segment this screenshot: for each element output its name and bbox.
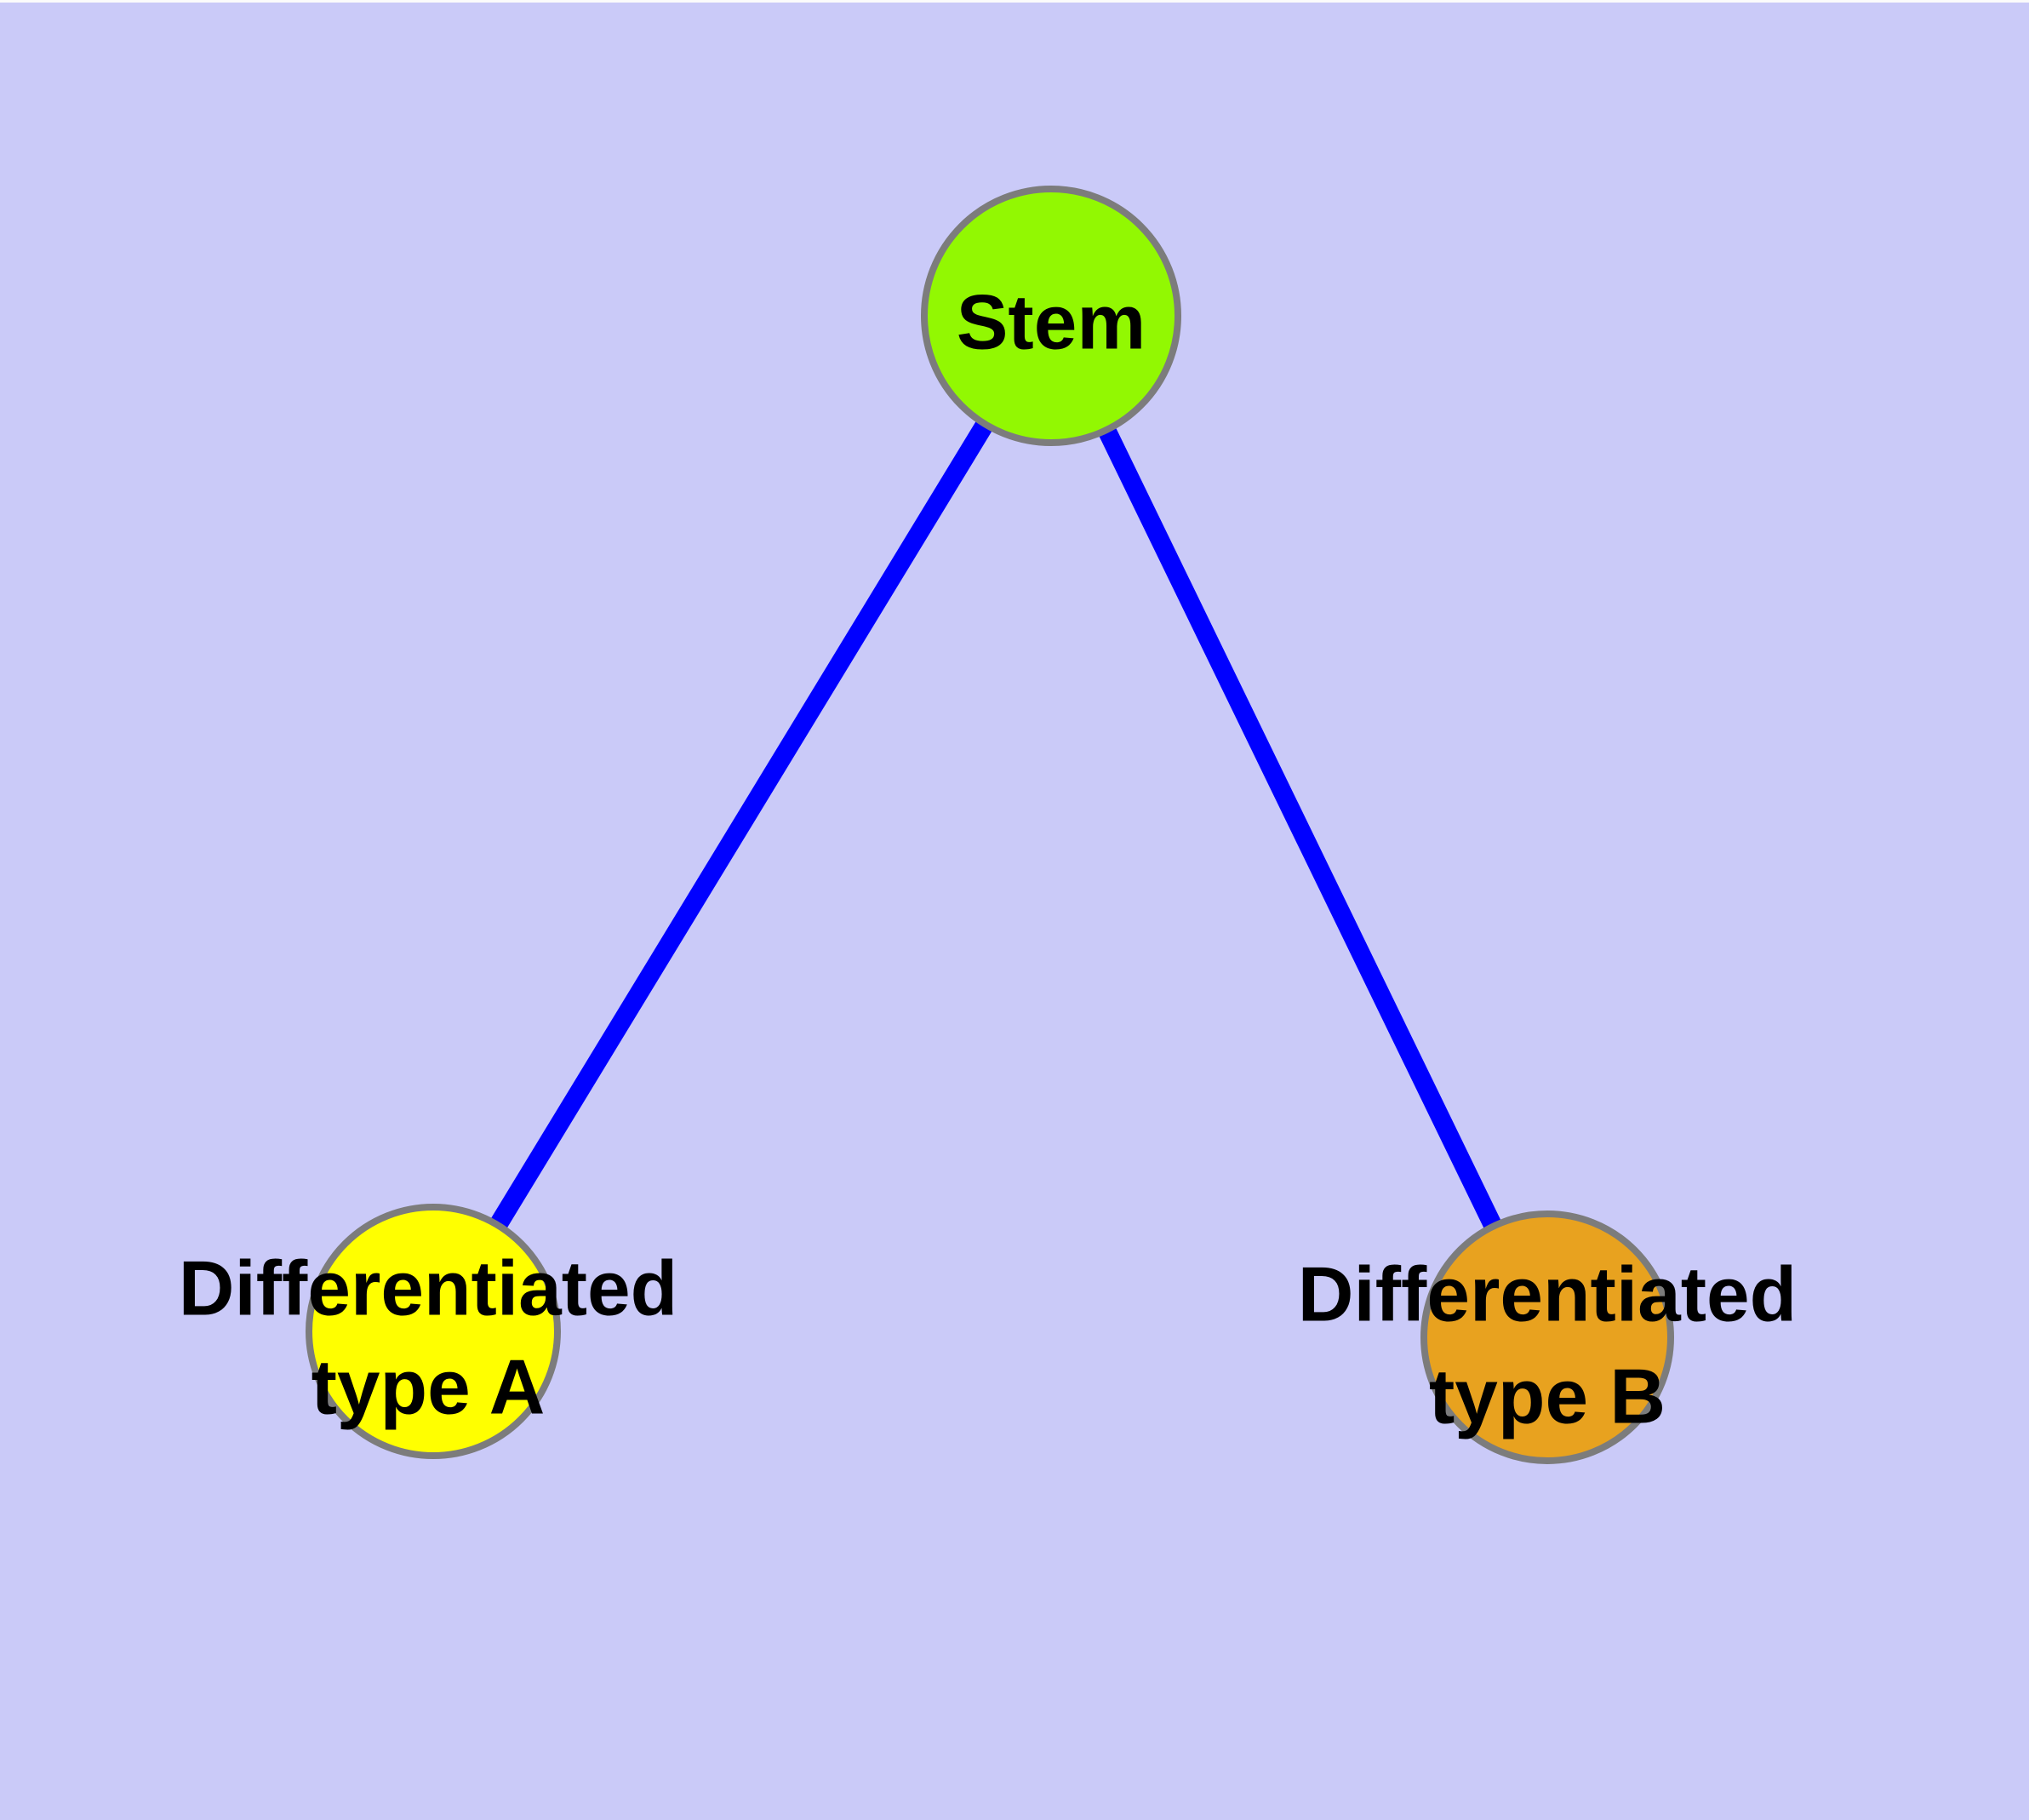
- node-stem[interactable]: [921, 186, 1181, 446]
- top-edge-strip: [0, 0, 2029, 3]
- edge-stem-to-type-a: [425, 311, 1060, 1336]
- node-type-a-label-line1: Differentiated: [179, 1246, 678, 1332]
- node-differentiated-type-a[interactable]: [306, 1204, 561, 1459]
- edge-stem-to-type-b: [1043, 312, 1556, 1342]
- node-type-a-label-line2: type A: [311, 1345, 546, 1431]
- node-stem-label: Stem: [957, 280, 1146, 366]
- node-type-b-label-line2: type B: [1429, 1354, 1666, 1440]
- node-type-b-label-line1: Differentiated: [1298, 1252, 1798, 1338]
- node-differentiated-type-b[interactable]: [1420, 1210, 1674, 1464]
